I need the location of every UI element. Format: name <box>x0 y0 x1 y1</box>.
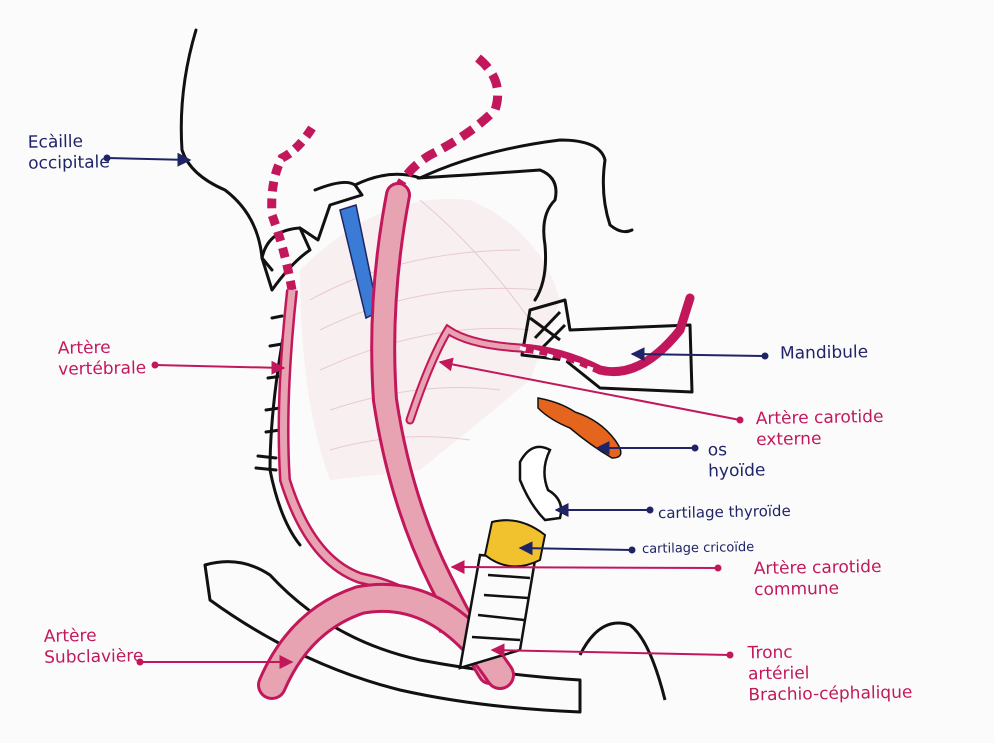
label-os-hyoide: os hyoïde <box>707 440 766 482</box>
subclavian-arch <box>257 582 515 700</box>
label-cartilage-cricoide: cartilage cricoïde <box>641 540 755 557</box>
clavicle-outline <box>203 560 667 714</box>
label-mandibule: Mandibule <box>779 342 869 364</box>
label-artere-vertebrale: Artère vertébrale <box>57 337 147 380</box>
label-artere-carotide-externe: Artère carotide externe <box>755 406 884 451</box>
label-ecaille-occipitale: Ecàille occipitale <box>27 131 110 174</box>
leader-dots <box>103 154 769 666</box>
label-tronc-arteriel-brachio-cephalique: Tronc artériel Brachio-céphalique <box>747 642 913 706</box>
label-artere-carotide-commune: Artère carotide commune <box>753 556 882 601</box>
external-carotid-top-dash <box>390 54 503 197</box>
external-carotid-branch <box>405 293 695 425</box>
muscle-hatch-area <box>300 198 560 480</box>
cricoid-cartilage-shape <box>483 519 547 568</box>
skull-outline <box>179 28 634 302</box>
mandible-outline <box>520 298 694 394</box>
label-cartilage-thyroide: cartilage thyroïde <box>657 501 791 523</box>
leader-lines <box>106 152 766 669</box>
thyroid-cartilage-shape <box>518 445 563 522</box>
label-artere-subclaviere: Artère Subclavière <box>43 625 144 668</box>
